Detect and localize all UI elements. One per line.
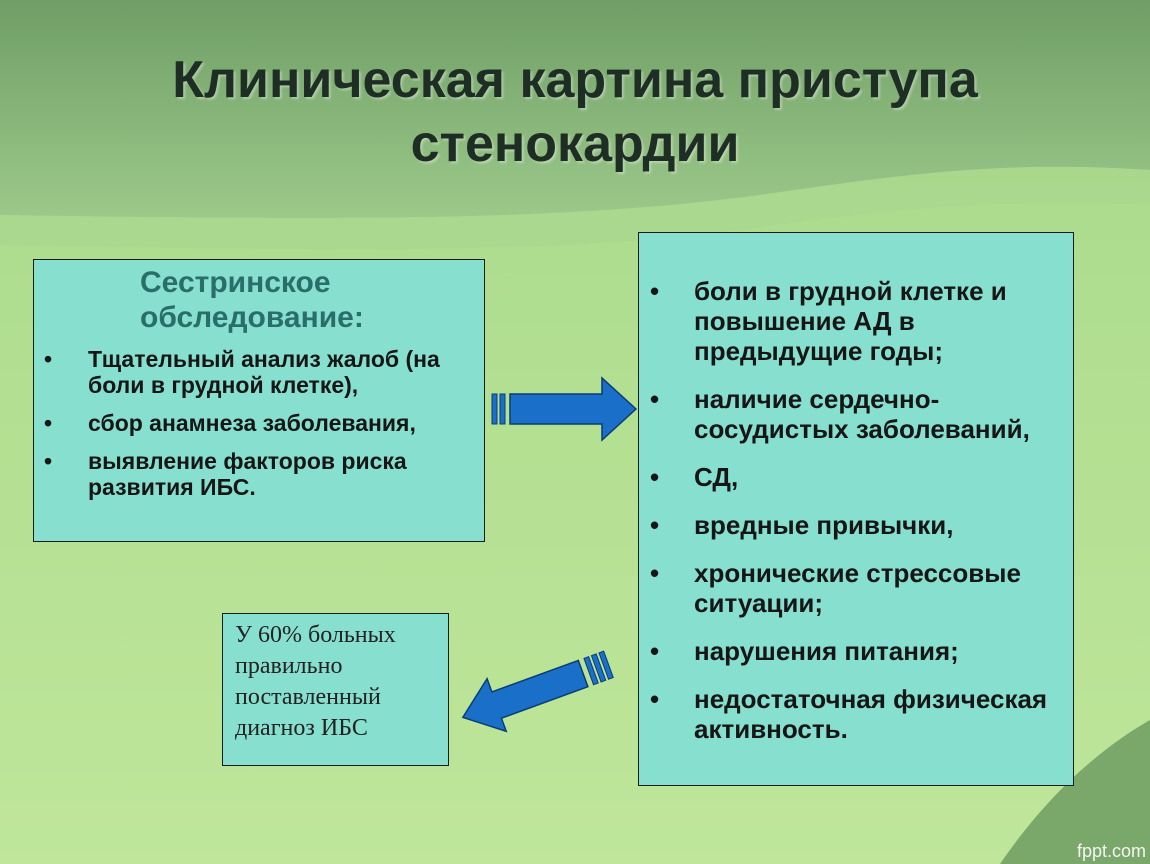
- list-item-text: вредные привычки,: [694, 510, 954, 540]
- arrow-right-icon: [491, 376, 638, 442]
- list-item: • вредные привычки,: [648, 510, 1068, 540]
- nursing-exam-box: [33, 259, 485, 542]
- list-item-text: наличие сердечно-сосудистых заболеваний,: [694, 384, 1030, 444]
- watermark: fppt.com: [1076, 841, 1146, 861]
- list-item-text: сбор анамнеза заболевания,: [88, 410, 416, 436]
- bullet-icon: •: [44, 410, 53, 436]
- risk-factors-box: [638, 232, 1074, 786]
- bullet-icon: •: [650, 276, 660, 306]
- list-item: • нарушения питания;: [648, 636, 1068, 666]
- diagnosis-note-box: У 60% больных правильно поставленный диа…: [222, 613, 449, 766]
- slide-title: Клиническая картина приступа стенокардии: [172, 51, 978, 173]
- list-item-text: нарушения питания;: [694, 636, 959, 666]
- list-item: • сбор анамнеза заболевания,: [42, 410, 472, 436]
- bullet-icon: •: [650, 636, 660, 666]
- list-item-text: Тщательный анализ жалоб (на боли в грудн…: [88, 346, 440, 398]
- list-item: • боли в грудной клетке и повышение АД в …: [648, 276, 1068, 366]
- list-item: • хронические стрессовые ситуации;: [648, 558, 1068, 618]
- bullet-icon: •: [650, 384, 660, 414]
- list-item-text: выявление факторов риска развития ИБС.: [88, 448, 407, 500]
- bullet-icon: •: [650, 684, 660, 714]
- bullet-icon: •: [44, 346, 53, 372]
- list-item: • недостаточная физическая активность.: [648, 684, 1068, 744]
- list-item: • наличие сердечно-сосудистых заболеваний…: [648, 384, 1068, 444]
- list-item-text: хронические стрессовые ситуации;: [694, 558, 1021, 618]
- list-item: • Тщательный анализ жалоб (на боли в груд…: [42, 346, 472, 398]
- bullet-icon: •: [44, 448, 53, 474]
- list-item: • выявление факторов риска развития ИБС.: [42, 448, 472, 500]
- risk-factors-list: • боли в грудной клетке и повышение АД в …: [648, 276, 1068, 762]
- nursing-exam-heading: Сестринское обследование:: [140, 266, 364, 334]
- list-item: • СД,: [648, 462, 1068, 492]
- bullet-icon: •: [650, 462, 660, 492]
- nursing-exam-list: • Тщательный анализ жалоб (на боли в груд…: [42, 346, 472, 512]
- list-item-text: недостаточная физическая активность.: [694, 684, 1048, 744]
- list-item-text: СД,: [694, 462, 739, 492]
- list-item-text: боли в грудной клетке и повышение АД в п…: [694, 276, 1007, 366]
- bullet-icon: •: [650, 558, 660, 588]
- arrow-down-left-icon: [461, 650, 614, 733]
- bullet-icon: •: [650, 510, 660, 540]
- diagnosis-note-text: У 60% больных правильно поставленный диа…: [235, 622, 396, 741]
